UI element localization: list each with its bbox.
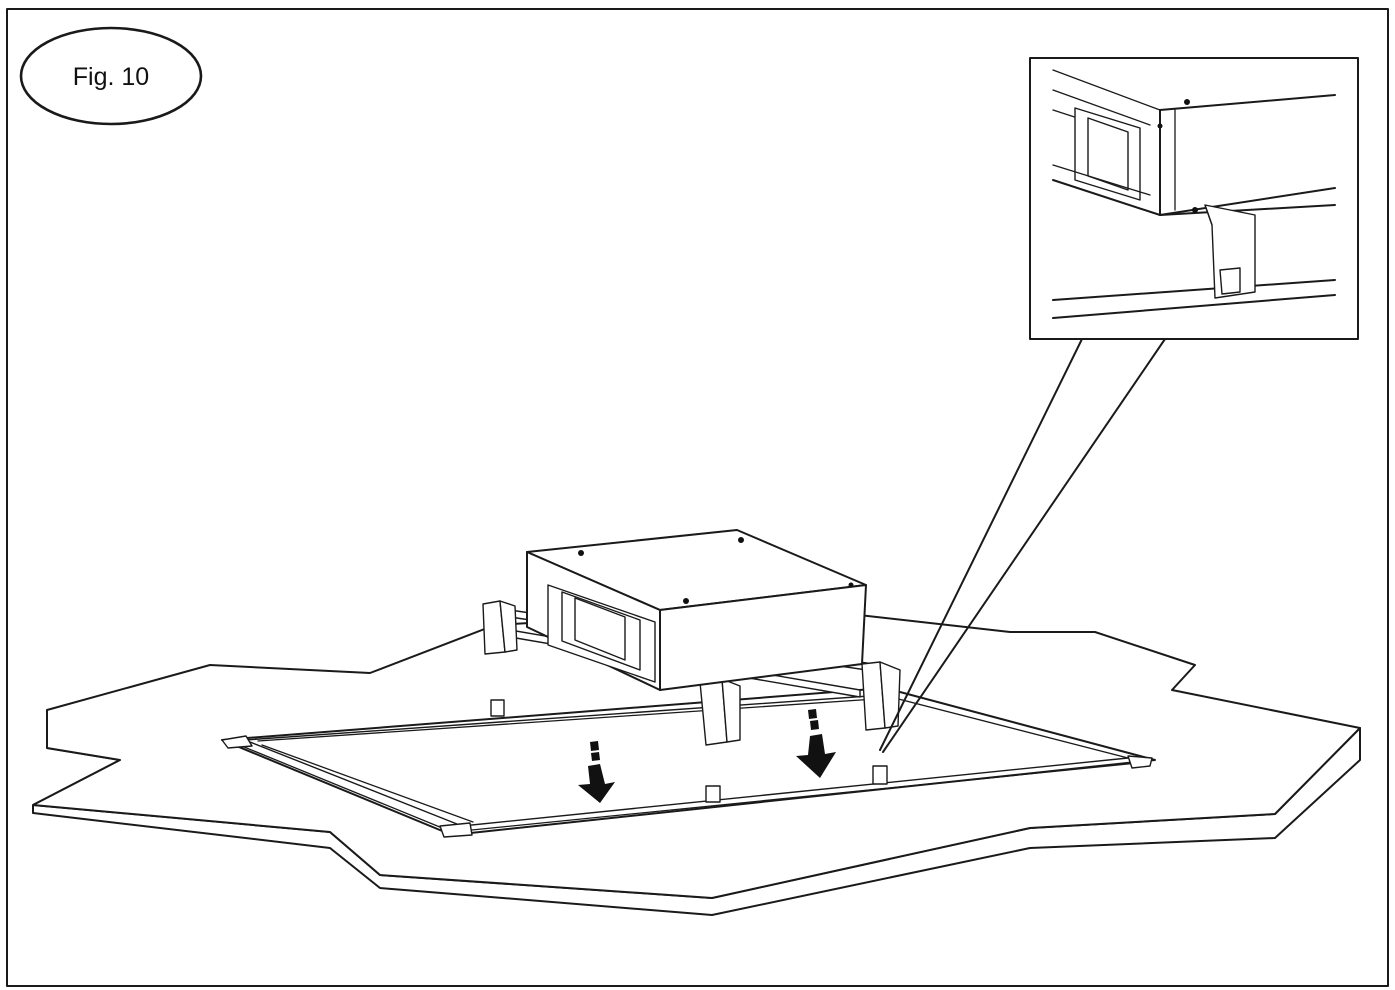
page-border — [6, 8, 1389, 987]
detail-inset — [1029, 57, 1359, 340]
figure-label: Fig. 10 — [73, 63, 149, 91]
callout-leader — [879, 338, 1166, 753]
figure-label-badge: Fig. 10 — [19, 26, 203, 126]
mounting-frame — [221, 687, 1156, 838]
ventilation-unit — [482, 529, 901, 746]
down-arrow-right-icon — [796, 709, 836, 778]
down-arrow-left-icon — [578, 741, 615, 803]
